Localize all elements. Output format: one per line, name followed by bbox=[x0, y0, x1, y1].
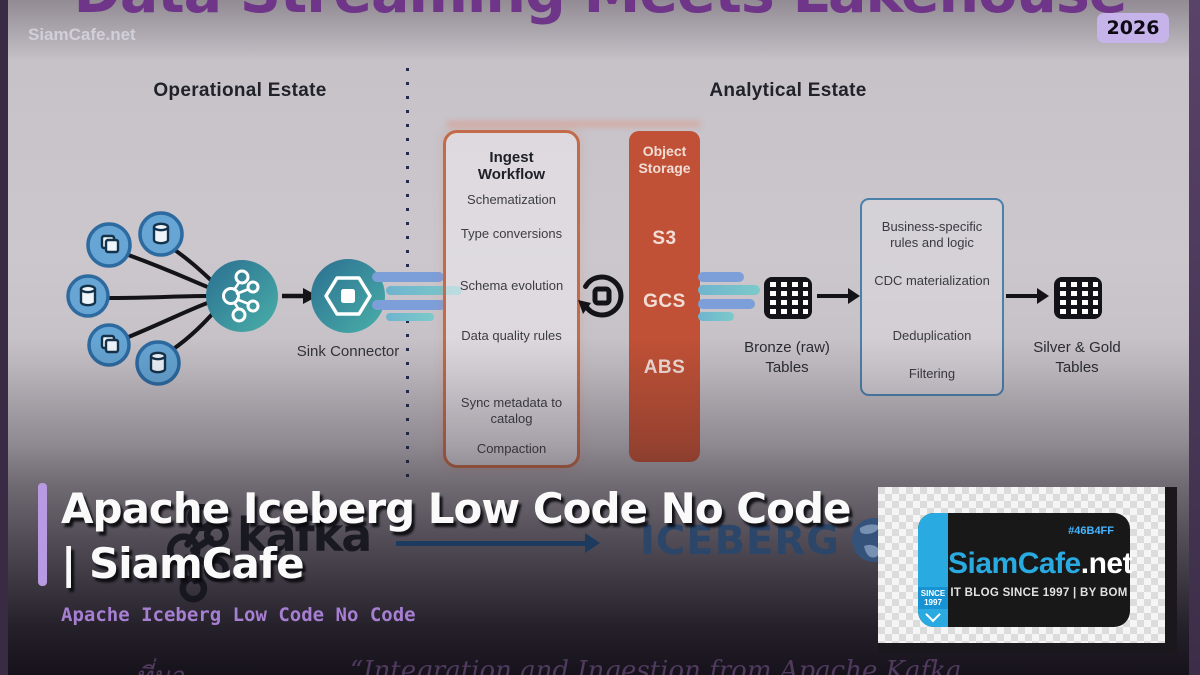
source-network-graphic bbox=[66, 211, 385, 386]
video-title-cutoff: Data Streaming Meets Lakehouse bbox=[0, 0, 1200, 26]
thumbnail-subtitle: Apache Iceberg Low Code No Code bbox=[61, 604, 416, 626]
ingest-glow bbox=[447, 121, 700, 127]
storage-option: S3 bbox=[652, 228, 677, 249]
bronze-tables-label: Bronze (raw) Tables bbox=[744, 339, 830, 377]
siamcafe-badge: SINCE 1997 #46B4FF SiamCafe.net IT BLOG … bbox=[918, 513, 1133, 627]
stream-streak bbox=[698, 312, 734, 321]
stream-streak bbox=[372, 272, 444, 282]
bronze-table-icon bbox=[764, 277, 812, 319]
bronze-to-business-arrow bbox=[817, 288, 860, 304]
ingest-step: Type conversions bbox=[460, 226, 563, 241]
stream-streak bbox=[372, 300, 446, 310]
brand-name: SiamCafe bbox=[948, 547, 1081, 580]
watermark: SiamCafe.net bbox=[28, 25, 136, 44]
stream-streak bbox=[698, 272, 744, 282]
object-storage-box: Object Storage S3 GCS ABS bbox=[629, 131, 700, 462]
analytical-estate-header: Analytical Estate bbox=[709, 80, 867, 101]
ingest-step: Data quality rules bbox=[461, 328, 562, 343]
since-word: SINCE bbox=[920, 588, 946, 598]
stream-streak bbox=[698, 285, 760, 295]
ingest-step: Schematization bbox=[467, 192, 556, 207]
business-rule: Business-specific rules and logic bbox=[881, 219, 983, 251]
badge-hex-code: #46B4FF bbox=[1068, 525, 1114, 537]
sync-loop-icon bbox=[578, 274, 624, 318]
bottom-script-quote: “Integration and Ingestion from Apache K… bbox=[350, 656, 962, 675]
bottom-script-source-word: ที่มา bbox=[135, 656, 184, 675]
right-edge-strip bbox=[1189, 0, 1200, 675]
storage-option: ABS bbox=[643, 357, 686, 378]
stream-streak bbox=[386, 313, 434, 321]
thumbnail-heading: Apache Iceberg Low Code No Code | SiamCa… bbox=[61, 481, 852, 592]
silver-gold-tables-label: Silver & Gold Tables bbox=[1033, 339, 1121, 377]
brand-suffix: .net bbox=[1080, 547, 1133, 580]
operational-estate-header: Operational Estate bbox=[153, 80, 327, 101]
ingest-workflow-box: Ingest Workflow Schematization Type conv… bbox=[443, 130, 580, 468]
year-badge: 2026 bbox=[1097, 13, 1169, 43]
ingest-step: Compaction bbox=[476, 441, 547, 456]
business-rule: Deduplication bbox=[892, 328, 972, 343]
ingest-step: Sync metadata to catalog bbox=[460, 395, 563, 427]
heading-line2: | SiamCafe bbox=[61, 539, 305, 589]
heading-line1: Apache Iceberg Low Code No Code bbox=[61, 484, 852, 533]
chevron-down-icon bbox=[925, 606, 941, 623]
badge-blue-stripe: SINCE 1997 bbox=[918, 513, 948, 627]
siamcafe-badge-card: SINCE 1997 #46B4FF SiamCafe.net IT BLOG … bbox=[878, 487, 1177, 653]
ingest-workflow-title: Ingest Workflow bbox=[477, 149, 546, 184]
badge-main-text: SiamCafe.net IT BLOG SINCE 1997 | BY BOM bbox=[948, 547, 1133, 599]
since-year: 1997 bbox=[924, 597, 942, 607]
stream-streak bbox=[698, 299, 755, 309]
since-1997-ribbon: SINCE 1997 bbox=[918, 586, 948, 609]
business-rule: CDC materialization bbox=[874, 273, 990, 288]
sink-connector-label: Sink Connector bbox=[296, 343, 400, 360]
business-rule: Filtering bbox=[908, 366, 956, 381]
ingest-step: Schema evolution bbox=[459, 278, 564, 293]
badge-tagline: IT BLOG SINCE 1997 | BY BOM bbox=[950, 587, 1128, 599]
business-to-silver-arrow bbox=[1006, 288, 1049, 304]
badge-brand: SiamCafe.net bbox=[948, 547, 1133, 581]
accent-bar bbox=[38, 483, 47, 586]
object-storage-title: Object Storage bbox=[638, 143, 691, 176]
silver-gold-table-icon bbox=[1054, 277, 1102, 319]
storage-option: GCS bbox=[643, 291, 686, 312]
business-rules-box: Business-specific rules and logic CDC ma… bbox=[860, 198, 1004, 396]
